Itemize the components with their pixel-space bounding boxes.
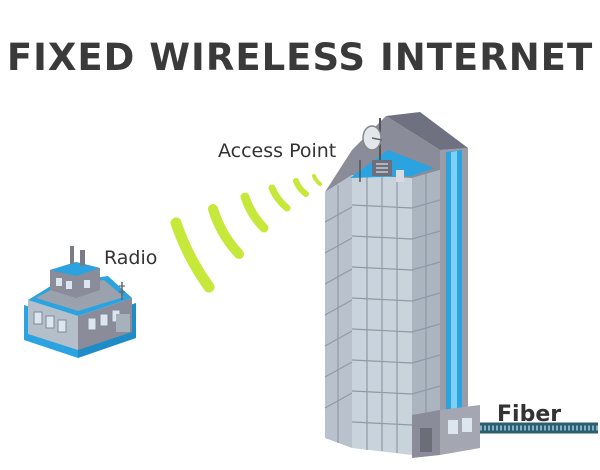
satellite-dish-icon [362,125,383,151]
radio-label: Radio [104,247,158,269]
tower-building [324,112,480,458]
access-point-label: Access Point [218,140,337,162]
house-building [24,246,136,358]
diagram-title: FIXED WIRELESS INTERNET [6,36,594,79]
wireless-signal-icon [170,174,322,293]
fiber-label: Fiber [497,402,562,427]
radio-antenna-icon [119,282,125,300]
